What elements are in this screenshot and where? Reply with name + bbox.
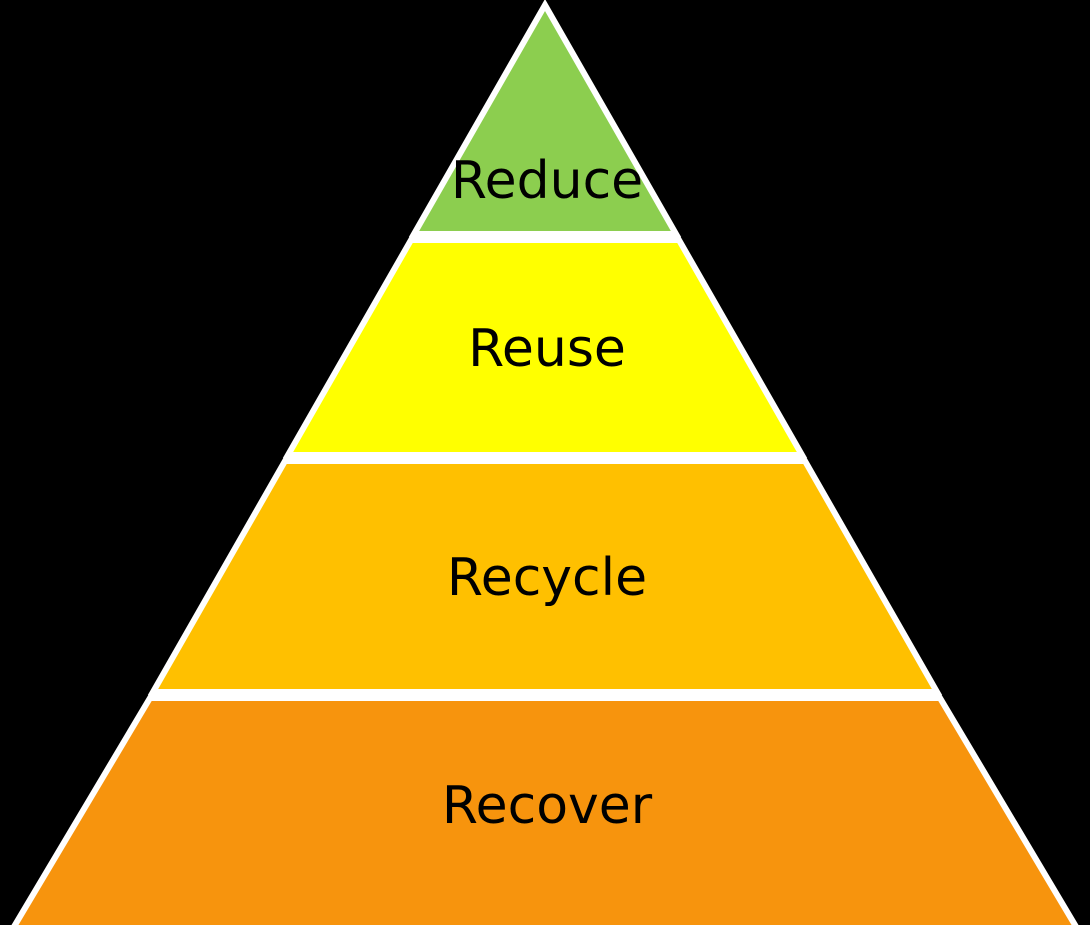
pyramid-level-recover-label: Recover — [442, 776, 653, 836]
pyramid-level-recycle: Recycle — [147, 458, 943, 695]
pyramid-level-recover-shape — [11, 695, 1079, 925]
pyramid-level-reduce-shape — [408, 0, 682, 237]
pyramid-level-reuse-shape — [282, 237, 808, 458]
pyramid-level-reduce-label: Reduce — [451, 151, 643, 211]
pyramid-level-recycle-label: Recycle — [447, 548, 647, 608]
pyramid-level-reuse: Reuse — [282, 237, 808, 458]
pyramid-level-reduce: Reduce — [408, 0, 682, 237]
pyramid-level-reuse-label: Reuse — [468, 319, 626, 379]
pyramid-level-recover: Recover — [11, 695, 1079, 925]
pyramid-level-recycle-shape — [147, 458, 943, 695]
